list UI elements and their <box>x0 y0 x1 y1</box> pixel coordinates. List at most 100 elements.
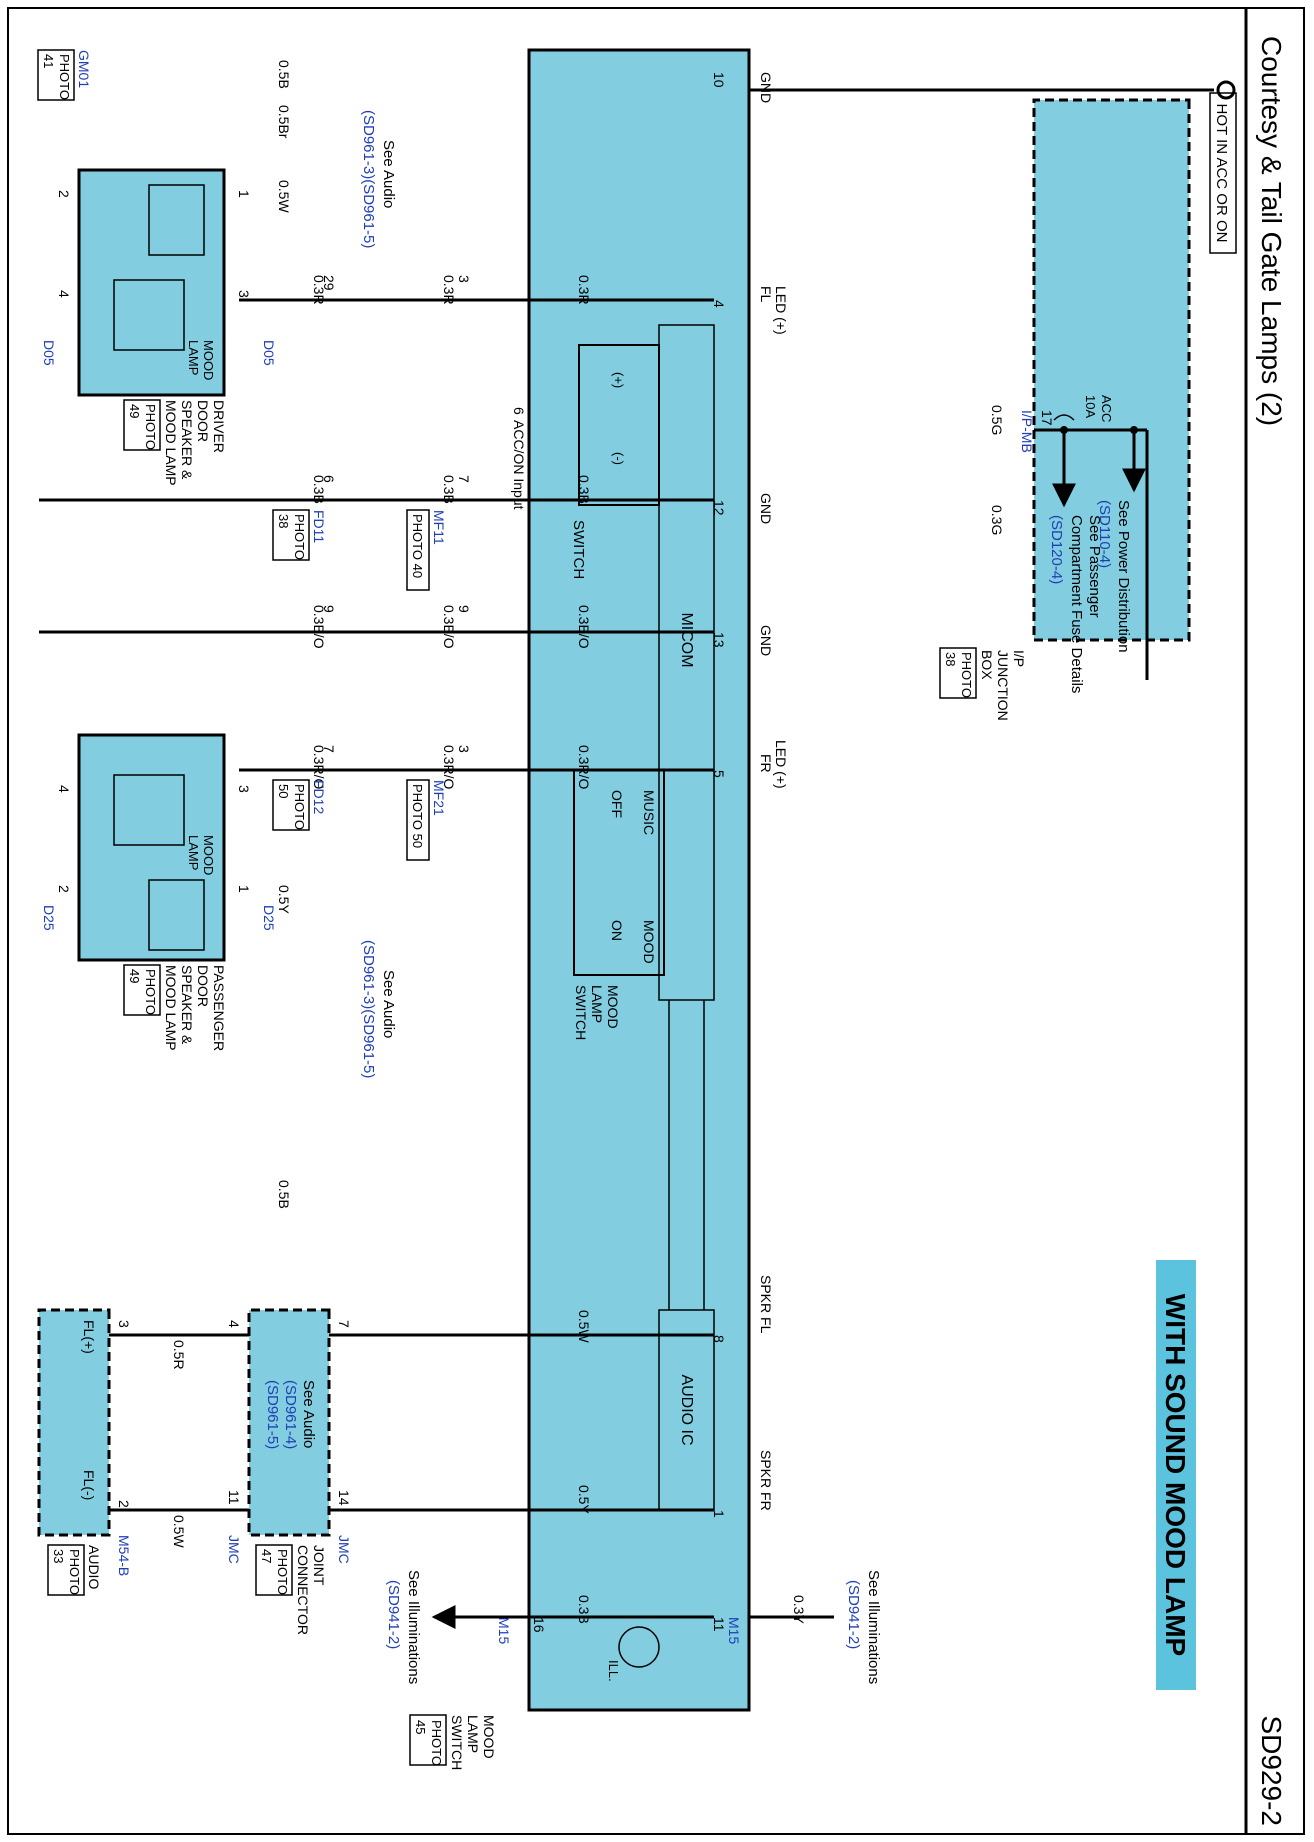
junction-dot <box>1060 426 1068 434</box>
passenger-pin-1: 1 <box>236 885 252 893</box>
audio-fl-plus: FL(+) <box>81 1320 97 1354</box>
fl-fd-photo-1: PHOTO <box>292 514 307 560</box>
switch-photo-1: PHOTO <box>429 1720 444 1766</box>
fuse-rating: 10A <box>1083 395 1098 418</box>
joint-see: See Audio <box>300 1380 317 1448</box>
ground-icon <box>1216 80 1236 100</box>
joint-pin-4: 4 <box>226 1320 242 1328</box>
passenger-connector-a: D25 <box>261 905 277 931</box>
switch-contacts-box <box>578 344 660 506</box>
fr-led-wire-1: 0.3R/O <box>576 745 592 789</box>
passenger-photo-2: 49 <box>127 969 142 983</box>
driver-photo-2: 49 <box>127 404 142 418</box>
pin-led-fr: LED (+) <box>773 740 789 789</box>
passenger-label-3: SPEAKER & <box>179 965 195 1045</box>
pin-fr: FR <box>758 754 774 773</box>
micom-box <box>658 324 715 1001</box>
passenger-mood-lamp-2: LAMP <box>186 835 201 870</box>
audio-box <box>37 1308 111 1537</box>
audio-ref-top-see: See Audio <box>380 140 397 208</box>
hot-label: HOT IN ACC OR ON <box>1213 104 1230 243</box>
pin-4: 4 <box>711 300 727 308</box>
fr-gnd-wire-2: 0.3B/O <box>441 605 457 649</box>
pf-ref: (SD120-4) <box>1048 515 1065 584</box>
switch-photo-2: 45 <box>413 1720 428 1734</box>
spkr-fl-wire-label: 0.5W <box>576 1310 592 1343</box>
audio-unit: FL(+) FL(-) AUDIO PHOTO 33 M54-B 3 2 0.5… <box>37 1308 249 1596</box>
fr-fd-pin-gnd: 9 <box>321 605 337 613</box>
speaker-wires: 0.5W 0.5Y <box>329 1310 714 1514</box>
joint-photo-2: 47 <box>259 1549 274 1563</box>
ip-label-3: BOX <box>979 650 995 680</box>
audio-wire-w: 0.5W <box>171 1515 187 1548</box>
illum-right-wire: 0.3Y <box>791 1595 807 1624</box>
fl-fd-photo-2: 38 <box>276 514 291 528</box>
fr-mf-photo-box <box>406 779 430 861</box>
pin-11: 11 <box>711 1617 727 1632</box>
banner-text: WITH SOUND MOOD LAMP <box>1160 1294 1191 1656</box>
driver-label-2: DOOR <box>195 400 211 442</box>
audio-pin-2: 2 <box>116 1500 132 1508</box>
driver-label-1: DRIVER <box>211 400 227 453</box>
driver-door-speaker-mood-lamp: MOOD LAMP DRIVER DOOR SPEAKER & MOOD LAM… <box>41 168 292 486</box>
pin-5: 5 <box>711 770 727 778</box>
fl-mf-pin-led: 3 <box>456 275 472 283</box>
driver-speaker-symbol <box>148 184 205 256</box>
fr-gnd-wire-3: 0.3B/O <box>311 605 327 649</box>
ip-photo-1: PHOTO <box>959 652 974 698</box>
pf-see-1: See Passenger <box>1086 515 1103 618</box>
ip-junction-box: HOT IN ACC OR ON ACC 10A See Power Distr… <box>939 92 1237 721</box>
audio-ref-mid-ref: (SD961-3)(SD961-5) <box>360 940 377 1078</box>
passenger-lamp-symbol <box>113 774 185 846</box>
audio-photo-2: 33 <box>51 1549 66 1563</box>
fl-gnd-wire-2: 0.3B <box>441 475 457 504</box>
fl-led-wire-1: 0.3R <box>576 275 592 305</box>
fr-fd-photo-box <box>272 779 310 831</box>
spkr-fr-wire-label: 0.5Y <box>576 1485 592 1514</box>
audio-fl-minus: FL(-) <box>81 1470 97 1500</box>
joint-photo-1: PHOTO <box>275 1549 290 1595</box>
ill-label: ILL. <box>606 1660 621 1682</box>
illumination-lamp-icon <box>618 1626 660 1668</box>
joint-connector: See Audio (SD961-4) (SD961-5) JOINT CONN… <box>226 1308 352 1635</box>
mls-label-3: SWITCH <box>573 985 589 1040</box>
switch-connector-b: M15 <box>496 1617 512 1644</box>
fl-led-wire-2: 0.3R <box>441 275 457 305</box>
page-code: SD929-2 <box>1256 1715 1287 1826</box>
illum-left-ref: (SD941-2) <box>385 1580 402 1649</box>
ip-pin: 17 <box>1039 410 1055 426</box>
driver-pin-4: 4 <box>56 290 72 298</box>
driver-photo-1: PHOTO <box>143 404 158 450</box>
ground-photo-box <box>37 49 75 101</box>
fl-fd-label: FD11 <box>311 510 327 543</box>
fr-mf-photo: PHOTO 50 <box>410 784 425 848</box>
driver-mood-lamp-2: LAMP <box>186 340 201 375</box>
fl-circuit: 0.3R 0.3R 0.3R 3 29 0.3B 0.3B 0.3B 7 6 M… <box>39 275 714 591</box>
driver-pin-3: 3 <box>236 290 252 298</box>
ground-photo-2: 41 <box>41 54 56 68</box>
fl-gnd-wire-3: 0.3B <box>311 475 327 504</box>
micom-label: MICOM <box>678 612 695 667</box>
mls-music: MUSIC <box>641 790 657 835</box>
driver-connector-b: D05 <box>41 340 57 366</box>
fr-fd-label: FD12 <box>311 780 327 814</box>
pin-13: 13 <box>711 632 727 648</box>
ip-photo-2: 38 <box>943 652 958 666</box>
joint-label-2: CONNECTOR <box>295 1545 311 1635</box>
fr-mf-label: MF21 <box>431 780 447 816</box>
audio-wire-r: 0.5R <box>171 1340 187 1370</box>
passenger-pin-4: 4 <box>56 785 72 793</box>
acc-on-label: ACC/ON Input <box>511 420 527 510</box>
driver-label-3: SPEAKER & <box>179 400 195 480</box>
passenger-door-speaker-mood-lamp: MOOD LAMP PASSENGER DOOR SPEAKER & MOOD … <box>41 733 292 1209</box>
pin-16: 16 <box>531 1617 547 1633</box>
ip-connector: I/P-MB <box>1019 410 1035 453</box>
fr-led-wire-3: 0.3R/O <box>311 745 327 789</box>
joint-connector-a: JMC <box>336 1535 352 1564</box>
banner-box <box>1156 1260 1196 1690</box>
audio-ref-top: See Audio (SD961-3)(SD961-5) <box>360 110 397 248</box>
passenger-photo-1: PHOTO <box>143 969 158 1015</box>
ip-wire-2: 0.3G <box>989 505 1005 535</box>
ip-label-1: I/P <box>1011 650 1027 667</box>
joint-pin-7: 7 <box>336 1320 352 1328</box>
